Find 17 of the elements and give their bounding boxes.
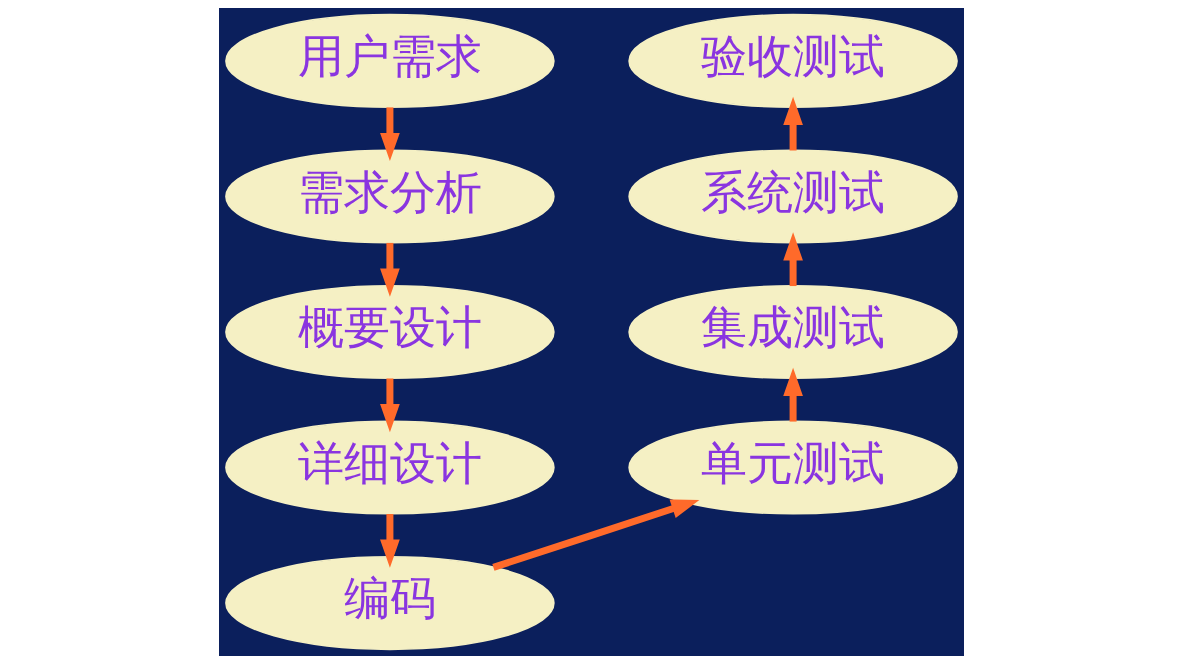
node-ellipse: 详细设计 (224, 420, 555, 515)
node-ellipse: 单元测试 (627, 420, 958, 515)
arrow (379, 107, 400, 162)
node-ellipse: 系统测试 (627, 149, 958, 244)
node-ellipse: 需求分析 (224, 149, 555, 244)
arrow (782, 367, 803, 422)
node-ellipse: 集成测试 (627, 284, 958, 380)
node-ellipse: 概要设计 (224, 284, 555, 380)
arrow (782, 96, 803, 151)
arrow (379, 514, 400, 568)
node-ellipse: 编码 (224, 556, 555, 651)
arrow (782, 232, 803, 287)
arrow (379, 242, 400, 297)
node-ellipse: 用户需求 (224, 13, 555, 108)
arrow (379, 378, 400, 433)
node-ellipse: 验收测试 (627, 13, 958, 108)
arrow (491, 499, 699, 571)
